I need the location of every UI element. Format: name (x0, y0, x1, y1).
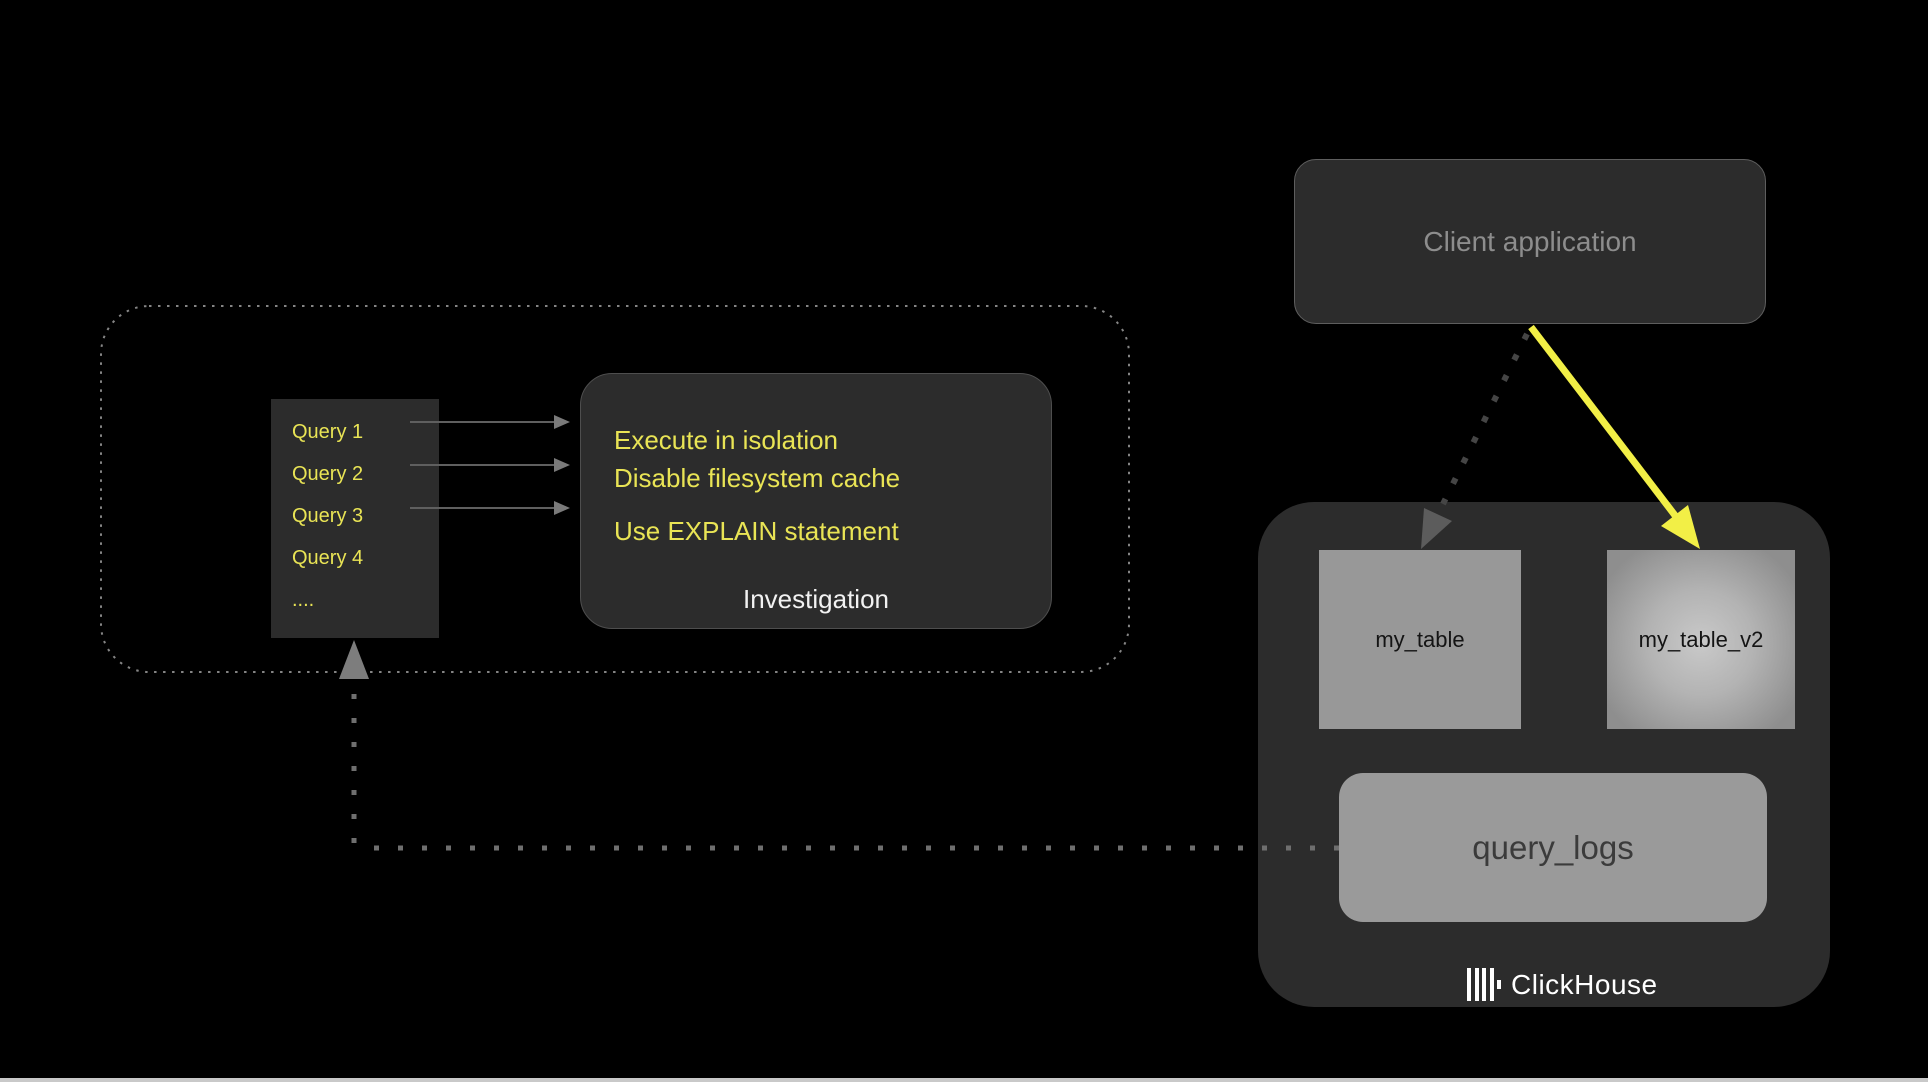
clickhouse-logo-icon (1497, 980, 1501, 989)
query-logs-label: query_logs (1472, 828, 1634, 866)
clickhouse-logo-icon (1474, 968, 1479, 1001)
feedback-arrowhead (339, 640, 369, 679)
query-item: Query 3 (292, 505, 364, 527)
clickhouse-logo: ClickHouse (1467, 968, 1658, 1001)
investigation-tip: Use EXPLAIN statement (614, 516, 899, 546)
investigation-box: Execute in isolation Disable filesystem … (580, 373, 1052, 629)
bottom-edge-strip (0, 1078, 1928, 1082)
my-table-v2-box: my_table_v2 (1607, 550, 1795, 729)
clickhouse-logo-icon (1467, 968, 1471, 1001)
query-item: Query 1 (292, 421, 364, 443)
my-table-v2-label: my_table_v2 (1638, 626, 1764, 652)
query-logs-box: query_logs (1339, 773, 1767, 922)
client-application-box: Client application (1294, 159, 1766, 324)
query-logs-feedback-arrow (339, 640, 1339, 851)
clickhouse-brand-label: ClickHouse (1511, 968, 1658, 1000)
investigation-tip: Disable filesystem cache (614, 463, 901, 493)
my-table-label: my_table (1375, 626, 1465, 652)
clickhouse-container: my_table my_table_v2 query_logs ClickHou… (1258, 502, 1830, 1007)
client-application-label: Client application (1423, 225, 1637, 257)
clickhouse-logo-icon (1489, 968, 1494, 1001)
query-item: Query 2 (292, 463, 364, 485)
investigation-label: Investigation (743, 584, 889, 614)
query-item: Query 4 (292, 547, 364, 569)
investigation-tip: Execute in isolation (614, 425, 839, 455)
my-table-box: my_table (1319, 550, 1521, 729)
query-item-ellipsis: .... (292, 589, 315, 611)
query-list-box: Query 1 Query 2 Query 3 Query 4 .... (271, 399, 439, 638)
clickhouse-logo-icon (1482, 968, 1486, 1001)
